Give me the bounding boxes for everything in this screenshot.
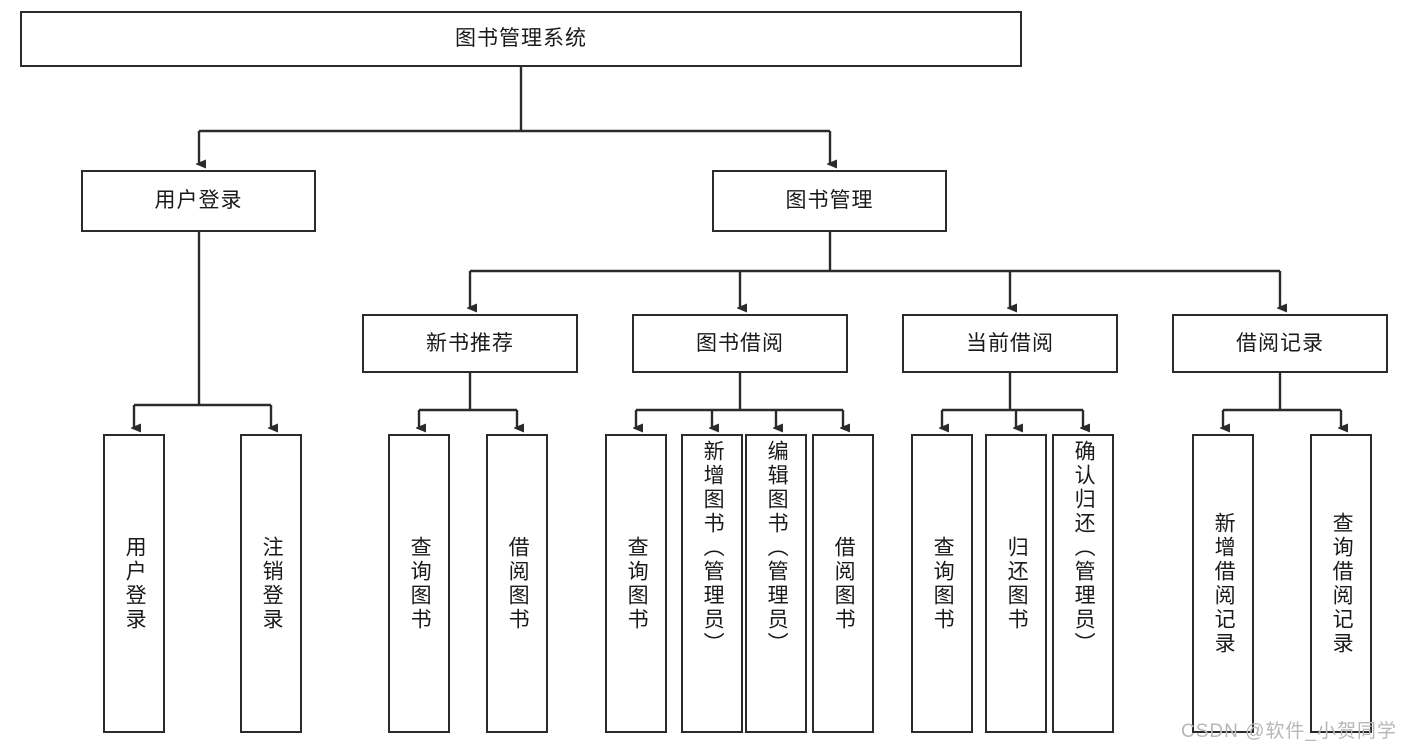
node-user-login-label: 用户登录 — [154, 189, 243, 213]
leaf-query-borrow-record-label: 查询借阅记录 — [1330, 511, 1354, 656]
leaf-confirm-return-admin[interactable]: 确认归还（管理员） — [1052, 434, 1114, 733]
leaf-edit-book-admin-label: 编辑图书（管理员） — [765, 440, 789, 656]
leaf-query-book-current[interactable]: 查询图书 — [911, 434, 973, 733]
leaf-add-book-admin-label: 新增图书（管理员） — [701, 440, 725, 656]
node-book-management-label: 图书管理 — [785, 189, 874, 213]
leaf-borrow-book-label: 借阅图书 — [832, 535, 856, 632]
node-book-management[interactable]: 图书管理 — [712, 170, 947, 232]
leaf-logout[interactable]: 注销登录 — [240, 434, 302, 733]
leaf-query-book-recommend[interactable]: 查询图书 — [388, 434, 450, 733]
leaf-add-borrow-record-label: 新增借阅记录 — [1212, 511, 1236, 656]
node-book-borrow[interactable]: 图书借阅 — [632, 314, 848, 373]
node-current-borrow[interactable]: 当前借阅 — [902, 314, 1118, 373]
leaf-query-book-borrow[interactable]: 查询图书 — [605, 434, 667, 733]
node-root-label: 图书管理系统 — [455, 27, 587, 51]
leaf-user-login[interactable]: 用户登录 — [103, 434, 165, 733]
leaf-edit-book-admin[interactable]: 编辑图书（管理员） — [745, 434, 807, 733]
node-current-borrow-label: 当前借阅 — [966, 331, 1054, 355]
leaf-borrow-book-recommend-label: 借阅图书 — [506, 535, 530, 632]
leaf-return-book-label: 归还图书 — [1005, 535, 1029, 632]
leaf-query-book-recommend-label: 查询图书 — [408, 535, 432, 632]
leaf-add-borrow-record[interactable]: 新增借阅记录 — [1192, 434, 1254, 733]
leaf-query-borrow-record[interactable]: 查询借阅记录 — [1310, 434, 1372, 733]
node-new-book-recommend-label: 新书推荐 — [426, 331, 514, 355]
node-root[interactable]: 图书管理系统 — [20, 11, 1022, 67]
node-borrow-record[interactable]: 借阅记录 — [1172, 314, 1388, 373]
leaf-borrow-book[interactable]: 借阅图书 — [812, 434, 874, 733]
node-user-login[interactable]: 用户登录 — [81, 170, 316, 232]
leaf-query-book-current-label: 查询图书 — [931, 535, 955, 632]
node-borrow-record-label: 借阅记录 — [1236, 331, 1324, 355]
leaf-query-book-borrow-label: 查询图书 — [625, 535, 649, 632]
leaf-logout-label: 注销登录 — [260, 535, 284, 632]
leaf-borrow-book-recommend[interactable]: 借阅图书 — [486, 434, 548, 733]
leaf-return-book[interactable]: 归还图书 — [985, 434, 1047, 733]
leaf-confirm-return-admin-label: 确认归还（管理员） — [1072, 440, 1096, 656]
watermark: CSDN @软件_小贺同学 — [1181, 721, 1397, 742]
leaf-user-login-label: 用户登录 — [123, 535, 147, 632]
node-new-book-recommend[interactable]: 新书推荐 — [362, 314, 578, 373]
leaf-add-book-admin[interactable]: 新增图书（管理员） — [681, 434, 743, 733]
node-book-borrow-label: 图书借阅 — [696, 331, 784, 355]
